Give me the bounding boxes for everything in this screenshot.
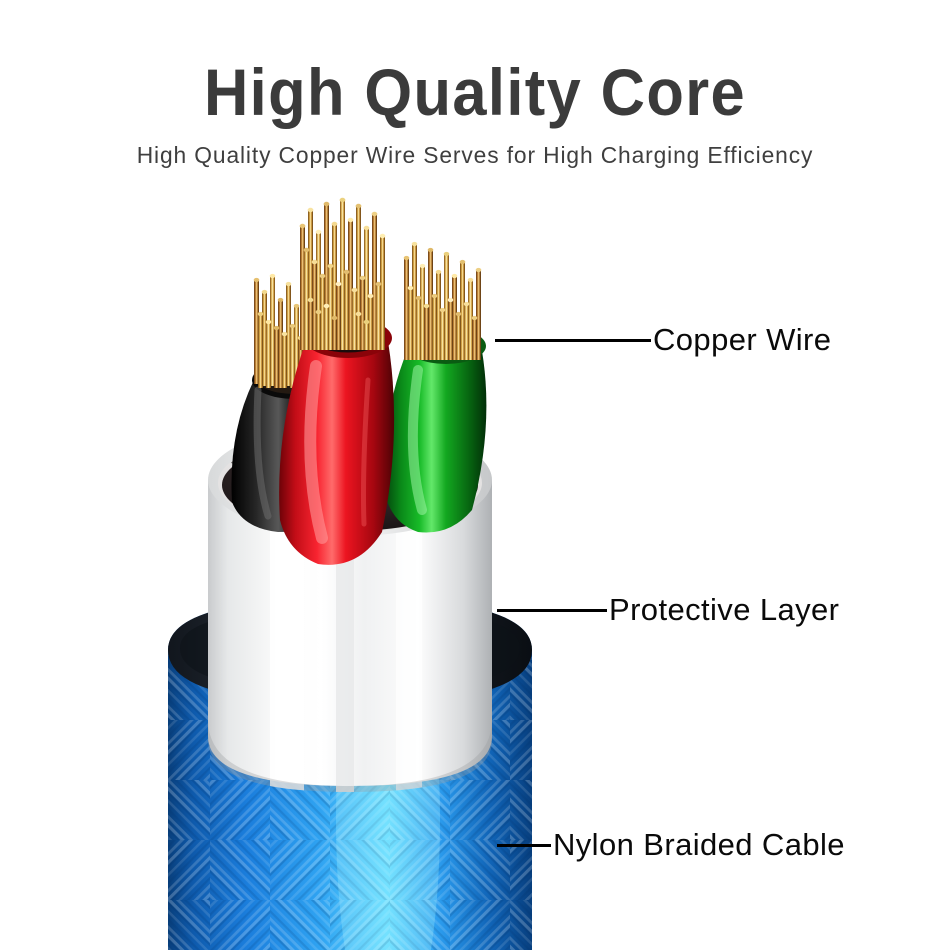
leader-line-nylon-braided-cable xyxy=(497,843,551,847)
callout-protective-layer: Protective Layer xyxy=(497,592,839,628)
callout-label-nylon-braided-cable: Nylon Braided Cable xyxy=(553,827,845,862)
leader-line-copper-wire xyxy=(495,338,651,342)
callout-copper-wire: Copper Wire xyxy=(495,322,831,358)
leader-line-protective-layer xyxy=(497,608,607,612)
callout-label-copper-wire: Copper Wire xyxy=(653,322,832,357)
copper-strands-red-bundle xyxy=(299,197,386,350)
page-title: High Quality Core xyxy=(203,55,747,129)
page-subtitle: High Quality Copper Wire Serves for High… xyxy=(136,142,814,168)
copper-strands-green-bundle xyxy=(403,241,482,360)
cable-cutaway-illustration xyxy=(150,180,550,950)
callout-label-protective-layer: Protective Layer xyxy=(609,592,840,627)
callout-nylon-braided-cable: Nylon Braided Cable xyxy=(497,827,845,863)
